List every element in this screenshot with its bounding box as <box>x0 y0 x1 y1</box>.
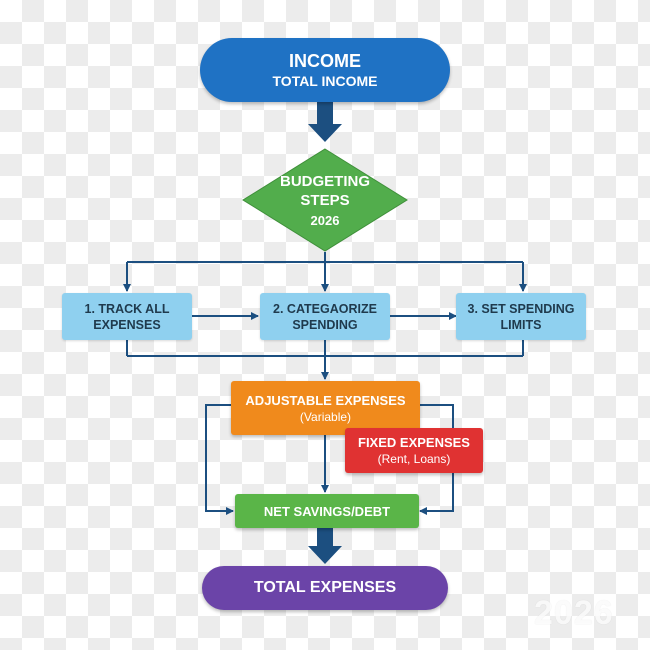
income-title: INCOME <box>289 51 361 71</box>
step-label-line1: 1. TRACK ALL <box>84 301 170 316</box>
step-label-line2: EXPENSES <box>93 317 161 332</box>
step-track-expenses: 1. TRACK ALL EXPENSES <box>62 293 192 340</box>
connector-left-loop <box>205 404 234 515</box>
budgeting-year: 2026 <box>310 212 340 228</box>
step-label-line2: LIMITS <box>500 317 542 332</box>
total-expenses-node: TOTAL EXPENSES <box>202 566 448 610</box>
fixed-expenses-node: FIXED EXPENSES (Rent, Loans) <box>345 428 483 473</box>
budgeting-line2: STEPS <box>300 191 350 209</box>
step-categorize-spending: 2. CATEGAORIZE SPENDING <box>260 293 390 340</box>
total-expenses-title: TOTAL EXPENSES <box>253 579 397 596</box>
step-label-line1: 2. CATEGAORIZE <box>273 301 377 316</box>
connector-right-bottom <box>419 473 454 515</box>
diamond-shape <box>242 148 408 252</box>
income-subtitle: TOTAL INCOME <box>272 73 378 89</box>
net-savings-node: NET SAVINGS/DEBT <box>235 494 419 528</box>
step-set-spending-limits: 3. SET SPENDING LIMITS <box>456 293 586 340</box>
budgeting-steps-node: BUDGETING STEPS 2026 <box>242 148 408 252</box>
adjustable-title: ADJUSTABLE EXPENSES <box>245 392 406 408</box>
adjustable-subtitle: (Variable) <box>299 409 352 424</box>
thick-arrow-net-total <box>308 528 342 564</box>
step-label-line2: SPENDING <box>292 317 358 332</box>
connector-right-top <box>420 404 454 428</box>
budgeting-line1: BUDGETING <box>280 172 370 190</box>
step-label-line1: 3. SET SPENDING <box>467 301 575 316</box>
thick-arrow-income-budget <box>308 102 342 142</box>
income-node: INCOME TOTAL INCOME <box>200 38 450 102</box>
adjustable-expenses-node: ADJUSTABLE EXPENSES (Variable) <box>231 381 420 435</box>
fixed-subtitle: (Rent, Loans) <box>377 452 451 466</box>
net-savings-title: NET SAVINGS/DEBT <box>263 503 391 519</box>
watermark-text: 2026 <box>534 594 614 632</box>
fixed-title: FIXED EXPENSES <box>358 435 470 450</box>
